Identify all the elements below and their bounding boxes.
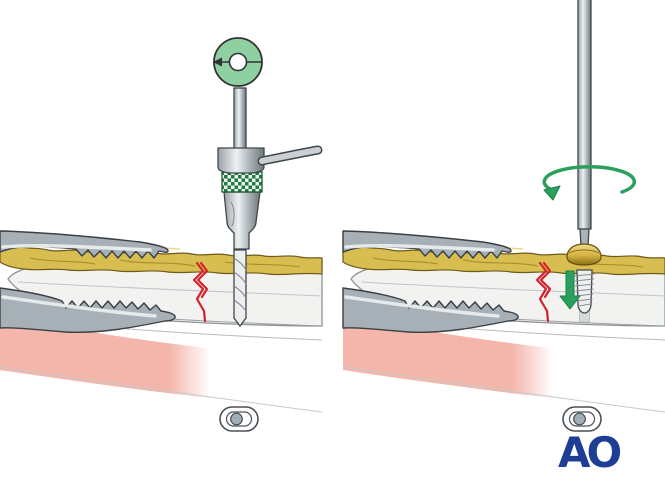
screw-assembly [542, 0, 637, 323]
drill-guide-knurl-grip [221, 171, 263, 193]
drill-top-view-indicator [213, 37, 263, 87]
screw-thread-ridges [574, 273, 595, 307]
right-panel-base [341, 229, 665, 433]
drill-guide-collar [217, 147, 265, 174]
screw-head [566, 243, 602, 266]
screwdriver-shaft [577, 0, 592, 230]
left-arrow-icon [213, 57, 222, 67]
ao-logo: AO [558, 428, 622, 477]
drill-shaft [233, 87, 247, 151]
rotation-arrow-icon [542, 164, 637, 201]
drill-assembly [213, 37, 323, 328]
lag-screw [566, 243, 602, 314]
drill-guide-body [223, 191, 261, 250]
left-panel-base [0, 229, 324, 433]
screw-head-contour [568, 249, 600, 254]
drill-top-view-hole [228, 52, 248, 72]
drill-guide-handle [259, 147, 321, 164]
drill-guide-notch [230, 201, 235, 227]
compression-arrow-icon [559, 270, 581, 310]
drill-bit [233, 249, 247, 328]
drill-bit-flutes [233, 257, 247, 311]
screw-threads [576, 269, 593, 314]
